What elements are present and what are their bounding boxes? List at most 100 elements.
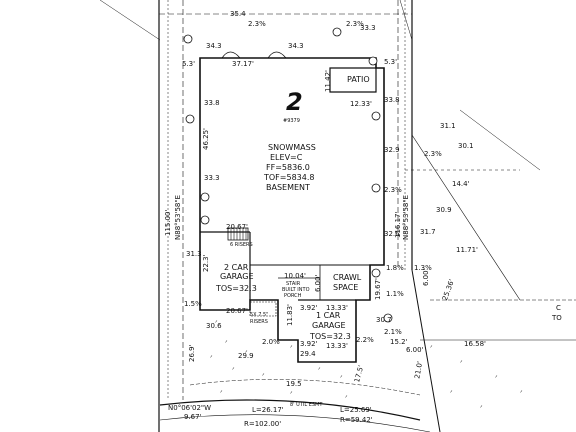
grade-e: 1.8% xyxy=(386,264,404,272)
patio-outline xyxy=(329,67,377,93)
elev: 31.1 xyxy=(440,122,456,130)
dim-right-21: 21.0' xyxy=(413,361,424,380)
elev: 29.4 xyxy=(300,350,316,358)
svg-text:ᐟ: ᐟ xyxy=(245,350,248,357)
grade-top-b: 2.3% xyxy=(346,20,364,28)
easement-diagonal-c xyxy=(459,109,541,171)
svg-text:ᐟ: ᐟ xyxy=(225,340,228,347)
grade-drive: 2.0% xyxy=(262,338,280,346)
dim-g1-drive: 17.5' xyxy=(353,364,365,383)
elev: 33.8 xyxy=(204,99,220,107)
garage2-tos: TOS=32.3 xyxy=(215,284,257,293)
elev: 33.3 xyxy=(204,174,220,182)
side-c: C xyxy=(556,304,561,312)
dim-patio-h: 11.42' xyxy=(324,70,332,92)
top-right-diag xyxy=(399,0,413,41)
elev: 30.7 xyxy=(376,316,392,324)
svg-text:ᐟ: ᐟ xyxy=(345,395,348,402)
dim-right-1171: 11.71' xyxy=(456,246,478,254)
risers-bottom-1: 5X 7.5" xyxy=(250,312,268,318)
grade-d: 1.3% xyxy=(414,264,432,272)
elev: 35.4 xyxy=(230,10,246,18)
stair-line3: PORCH xyxy=(284,293,302,299)
house-name: SNOWMASS xyxy=(268,143,316,152)
front-curve-line xyxy=(159,399,421,421)
dim-right-152: 15.2' xyxy=(390,338,408,346)
dim-side-left: 5.3' xyxy=(182,60,195,68)
svg-text:ᐟ: ᐟ xyxy=(220,390,223,397)
garage1-line2: GARAGE xyxy=(312,321,346,330)
bearing-left-len: 115.00' xyxy=(164,210,172,236)
curve-l1: L=26.17' xyxy=(252,406,284,414)
dim-g1-left-b: 3.92' xyxy=(300,340,318,348)
dim-g1-left: 3.92' xyxy=(300,304,318,312)
grade-c: 2.2% xyxy=(356,336,374,344)
dim-c5: 6.00' xyxy=(422,268,430,286)
elev: 31.7 xyxy=(420,228,436,236)
risers-bottom-2: RISERS xyxy=(250,319,268,325)
elev: 32.6 xyxy=(384,230,400,238)
house-ff: FF=5836.0 xyxy=(266,163,310,172)
elev: 30.1 xyxy=(458,142,474,150)
garage1-line1: 1 CAR xyxy=(316,311,341,320)
grade-h: 2.3% xyxy=(384,186,402,194)
corner-markers xyxy=(183,27,393,323)
stair-line1: STAIR xyxy=(286,281,301,287)
marker xyxy=(371,111,381,121)
svg-text:ᐟ: ᐟ xyxy=(340,375,343,382)
crawl-line2: SPACE xyxy=(333,283,358,292)
house-basement: BASEMENT xyxy=(266,183,310,192)
garage1-tos: TOS=32.3 xyxy=(309,332,351,341)
marker xyxy=(332,27,342,37)
grade-drive-b: 2.1% xyxy=(384,328,402,336)
marker xyxy=(371,268,381,278)
garage2-line2: GARAGE xyxy=(220,272,254,281)
curve-r1: R=102.00' xyxy=(244,420,281,428)
stair-line2: BUILT INTO xyxy=(282,287,310,293)
lot-address: #9379 xyxy=(283,118,300,124)
dim-right-2536: 25.36' xyxy=(441,278,456,301)
easement-diagonal xyxy=(411,134,521,301)
garage2-line1: 2 CAR xyxy=(224,263,249,272)
crawl-line1: CRAWL xyxy=(333,273,362,282)
marker xyxy=(200,215,210,225)
svg-text:ᐟ: ᐟ xyxy=(210,355,213,362)
curve-l2: L=25.69' xyxy=(340,406,372,414)
elev: 34.3 xyxy=(288,42,304,50)
riser-hatch xyxy=(230,228,247,240)
marker xyxy=(371,183,381,193)
dim-g2-h: 22.3' xyxy=(202,254,210,272)
marker xyxy=(185,114,195,124)
dim-stair-w: 10.04' xyxy=(284,272,306,280)
marker xyxy=(183,34,193,44)
house-elev: ELEV=C xyxy=(270,153,303,162)
dim-g2-w: 20.67' xyxy=(226,223,248,231)
svg-text:ᐟ: ᐟ xyxy=(290,391,293,398)
dim-left-4625: 46.25' xyxy=(202,128,210,150)
elev: 19.5 xyxy=(286,380,302,388)
elev: 32.9 xyxy=(384,146,400,154)
dim-crawl-w: 19.67' xyxy=(374,278,382,300)
dim-top-width: 37.17' xyxy=(232,60,254,68)
svg-text:ᐟ: ᐟ xyxy=(430,345,433,352)
grade-g: 1.5% xyxy=(184,300,202,308)
svg-text:ᐟ: ᐟ xyxy=(215,320,218,327)
elev: 33.8 xyxy=(384,96,400,104)
svg-text:ᐟ: ᐟ xyxy=(232,367,235,374)
risers-top: 6 RISERS xyxy=(230,242,253,248)
patio-label: PATIO xyxy=(347,75,370,84)
top-left-diag xyxy=(99,0,161,41)
svg-text:ᐟ: ᐟ xyxy=(262,373,265,380)
bearing-right: N88°53'58"E xyxy=(402,195,410,240)
curve-r2: R=59.42' xyxy=(340,416,373,424)
lot-number: 2 xyxy=(286,88,303,116)
dim-g1-h: 11.83' xyxy=(286,304,294,326)
marker xyxy=(368,56,378,66)
front-setback-curve xyxy=(189,379,421,396)
elev: 31.3 xyxy=(186,250,202,258)
dim-g1-w: 13.33' xyxy=(326,304,348,312)
bearing-bottom: N0°06'02"W xyxy=(168,404,211,412)
svg-text:ᐟ: ᐟ xyxy=(520,390,523,397)
